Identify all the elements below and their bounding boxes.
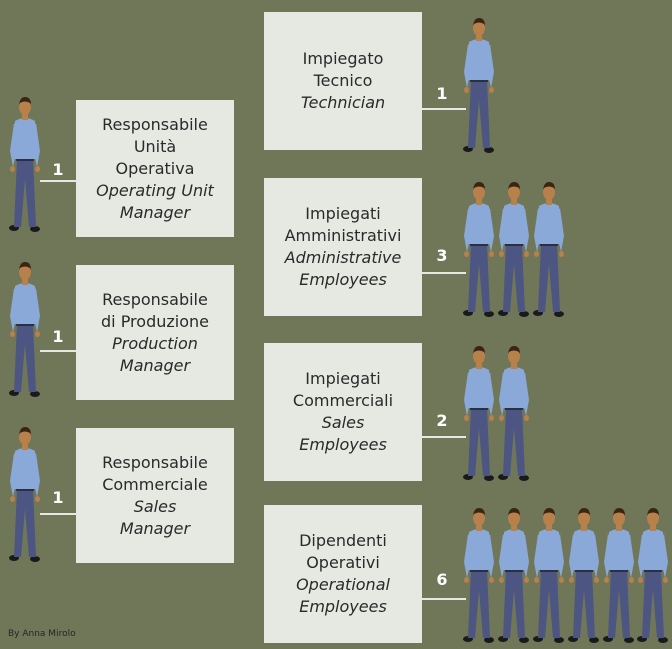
- person-icon: [497, 178, 531, 318]
- connector-line: [422, 108, 466, 110]
- person-icon: [462, 342, 496, 482]
- person-icon: [567, 504, 601, 644]
- person-icon: [462, 504, 496, 644]
- role-box-sales-employees: Impiegati Commerciali Sales Employees: [264, 343, 422, 481]
- connector-line: [422, 436, 466, 438]
- headcount-label: 2: [436, 411, 448, 430]
- headcount-label: 1: [436, 84, 448, 103]
- role-box-administrative-employees: Impiegati Amministrativi Administrative …: [264, 178, 422, 316]
- person-icon: [462, 14, 496, 154]
- connector-line: [422, 272, 466, 274]
- headcount-label: 6: [436, 570, 448, 589]
- person-icon: [636, 504, 670, 644]
- person-icon: [602, 504, 636, 644]
- person-icon: [8, 423, 42, 563]
- person-icon: [8, 93, 42, 233]
- role-box-technician: Impiegato Tecnico Technician: [264, 12, 422, 150]
- person-icon: [462, 178, 496, 318]
- role-box-sales-manager: Responsabile Commerciale Sales Manager: [76, 428, 234, 563]
- person-icon: [532, 504, 566, 644]
- headcount-label: 1: [52, 488, 64, 507]
- role-box-operational-employees: Dipendenti Operativi Operational Employe…: [264, 505, 422, 643]
- author-credit: By Anna Mirolo: [8, 629, 76, 639]
- headcount-label: 1: [52, 160, 64, 179]
- connector-line: [40, 513, 76, 515]
- person-icon: [8, 258, 42, 398]
- connector-line: [40, 350, 76, 352]
- person-icon: [497, 504, 531, 644]
- person-icon: [532, 178, 566, 318]
- headcount-label: 3: [436, 246, 448, 265]
- person-icon: [497, 342, 531, 482]
- connector-line: [40, 180, 76, 182]
- role-box-operating-unit-manager: Responsabile Unità Operativa Operating U…: [76, 100, 234, 237]
- role-box-production-manager: Responsabile di Produzione Production Ma…: [76, 265, 234, 400]
- connector-line: [422, 598, 466, 600]
- headcount-label: 1: [52, 327, 64, 346]
